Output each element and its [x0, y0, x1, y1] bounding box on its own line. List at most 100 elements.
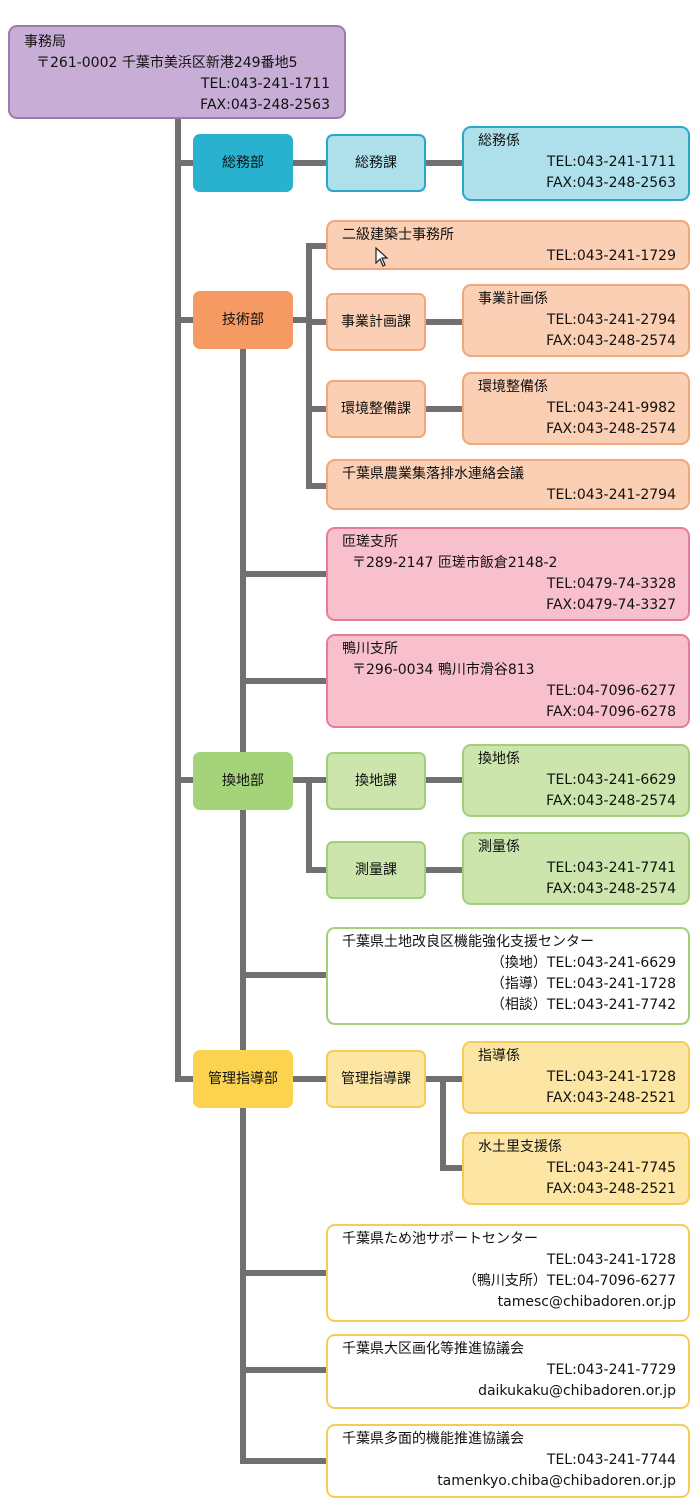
- unit-kanchika-fax: FAX:043-248-2574: [546, 793, 676, 809]
- unit-suido-title: 水土里支援係: [478, 1139, 562, 1155]
- connector-tameike: [243, 1270, 328, 1276]
- connector-tamenkyo: [243, 1458, 328, 1464]
- secretariat-tel: TEL:043-241-1711: [200, 76, 330, 92]
- unit-shido-tel: TEL:043-241-1728: [546, 1069, 676, 1085]
- unit-shido-title: 指導係: [478, 1048, 520, 1064]
- unit-shido: 指導係 TEL:043-241-1728 FAX:043-248-2521: [462, 1041, 690, 1114]
- section-kanchika: 換地課: [326, 752, 426, 810]
- secretariat-fax: FAX:043-248-2563: [200, 97, 330, 113]
- support-center-line2: （指導）TEL:043-241-1728: [490, 976, 676, 992]
- support-center-line1: （換地）TEL:043-241-6629: [490, 955, 676, 971]
- council-tameike-tel: TEL:043-241-1728: [546, 1252, 676, 1268]
- unit-sokuryo: 測量係 TEL:043-241-7741 FAX:043-248-2574: [462, 832, 690, 905]
- secretariat-box: 事務局 〒261-0002 千葉市美浜区新港249番地5 TEL:043-241…: [8, 25, 346, 119]
- council-daikukaku-tel: TEL:043-241-7729: [546, 1362, 676, 1378]
- unit-sokuryo-title: 測量係: [478, 839, 520, 855]
- dept-kanchi: 換地部: [193, 752, 293, 810]
- unit-suido-fax: FAX:043-248-2521: [546, 1181, 676, 1197]
- council-tameike-title: 千葉県ため池サポートセンター: [342, 1231, 538, 1247]
- connector-nogyo: [306, 483, 328, 489]
- unit-suido: 水土里支援係 TEL:043-241-7745 FAX:043-248-2521: [462, 1132, 690, 1205]
- branch-kamogawa-tel: TEL:04-7096-6277: [546, 683, 676, 699]
- unit-kankyo-title: 環境整備係: [478, 379, 548, 395]
- support-center: 千葉県土地改良区機能強化支援センター （換地）TEL:043-241-6629 …: [326, 927, 690, 1025]
- unit-jigyo-title: 事業計画係: [478, 291, 548, 307]
- support-center-title: 千葉県土地改良区機能強化支援センター: [342, 934, 594, 950]
- office-nikyu: 二級建築士事務所 TEL:043-241-1729: [326, 220, 690, 270]
- trunk-main: [175, 118, 181, 1082]
- connector-somu: [178, 160, 196, 166]
- connector-kamogawa: [243, 678, 328, 684]
- section-jigyo: 事業計画課: [326, 293, 426, 351]
- branch-sosa: 匝瑳支所 〒289-2147 匝瑳市飯倉2148-2 TEL:0479-74-3…: [326, 527, 690, 621]
- kanchi-vertical: [306, 780, 312, 873]
- branch-sosa-tel: TEL:0479-74-3328: [546, 576, 676, 592]
- council-nogyo: 千葉県農業集落排水連絡会議 TEL:043-241-2794: [326, 459, 690, 510]
- council-daikukaku: 千葉県大区画化等推進協議会 TEL:043-241-7729 daikukaku…: [326, 1334, 690, 1409]
- connector-kankyo: [306, 406, 328, 412]
- connector-suido: [440, 1165, 464, 1171]
- kanri-vertical: [440, 1079, 446, 1171]
- unit-suido-tel: TEL:043-241-7745: [546, 1160, 676, 1176]
- council-tameike-tel2: （鴨川支所）TEL:04-7096-6277: [462, 1273, 676, 1289]
- gijutsu-vertical: [306, 243, 312, 489]
- council-daikukaku-title: 千葉県大区画化等推進協議会: [342, 1341, 524, 1357]
- support-center-line3: （相談）TEL:043-241-7742: [490, 997, 676, 1013]
- connector-kanchi: [178, 777, 196, 783]
- connector-sosa: [243, 571, 328, 577]
- connector-jigyo: [306, 319, 328, 325]
- council-nogyo-title: 千葉県農業集落排水連絡会議: [342, 466, 524, 482]
- office-nikyu-title: 二級建築士事務所: [342, 227, 454, 243]
- connector-kanri-section: [292, 1076, 328, 1082]
- connector-nikyu: [306, 243, 328, 249]
- council-tamenkyo-tel: TEL:043-241-7744: [546, 1452, 676, 1468]
- unit-somu-title: 総務係: [478, 133, 520, 149]
- connector-somu-unit: [424, 160, 464, 166]
- branch-sosa-title: 匝瑳支所: [342, 534, 398, 550]
- section-sokuryo: 測量課: [326, 841, 426, 899]
- unit-jigyo: 事業計画係 TEL:043-241-2794 FAX:043-248-2574: [462, 284, 690, 357]
- connector-sokuryo-unit: [424, 867, 464, 873]
- connector-gijutsu: [178, 317, 196, 323]
- unit-jigyo-fax: FAX:043-248-2574: [546, 333, 676, 349]
- secretariat-title: 事務局: [24, 34, 66, 50]
- connector-kankyo-unit: [424, 406, 464, 412]
- branch-kamogawa-fax: FAX:04-7096-6278: [546, 704, 676, 720]
- unit-somu-fax: FAX:043-248-2563: [546, 175, 676, 191]
- unit-sokuryo-fax: FAX:043-248-2574: [546, 881, 676, 897]
- section-kanri: 管理指導課: [326, 1050, 426, 1108]
- dept-gijutsu: 技術部: [193, 291, 293, 349]
- branch-kamogawa: 鴨川支所 〒296-0034 鴨川市滑谷813 TEL:04-7096-6277…: [326, 634, 690, 728]
- unit-jigyo-tel: TEL:043-241-2794: [546, 312, 676, 328]
- branch-kamogawa-address: 〒296-0034 鴨川市滑谷813: [352, 662, 535, 678]
- council-tameike-email[interactable]: tamesc@chibadoren.or.jp: [497, 1294, 676, 1310]
- section-somu: 総務課: [326, 134, 426, 192]
- unit-kanchika-tel: TEL:043-241-6629: [546, 772, 676, 788]
- branch-sosa-address: 〒289-2147 匝瑳市飯倉2148-2: [352, 555, 558, 571]
- unit-kanchika: 換地係 TEL:043-241-6629 FAX:043-248-2574: [462, 744, 690, 817]
- trunk-secondary: [240, 348, 246, 1464]
- council-tamenkyo-email[interactable]: tamenkyo.chiba@chibadoren.or.jp: [437, 1473, 676, 1489]
- unit-shido-fax: FAX:043-248-2521: [546, 1090, 676, 1106]
- connector-kanchika-unit: [424, 777, 464, 783]
- office-nikyu-tel: TEL:043-241-1729: [546, 248, 676, 264]
- dept-kanri: 管理指導部: [193, 1050, 293, 1108]
- council-nogyo-tel: TEL:043-241-2794: [546, 487, 676, 503]
- unit-somu: 総務係 TEL:043-241-1711 FAX:043-248-2563: [462, 126, 690, 201]
- connector-jigyo-unit: [424, 319, 464, 325]
- secretariat-address: 〒261-0002 千葉市美浜区新港249番地5: [36, 55, 298, 71]
- branch-kamogawa-title: 鴨川支所: [342, 641, 398, 657]
- council-daikukaku-email[interactable]: daikukaku@chibadoren.or.jp: [478, 1383, 676, 1399]
- unit-sokuryo-tel: TEL:043-241-7741: [546, 860, 676, 876]
- unit-kankyo-fax: FAX:043-248-2574: [546, 421, 676, 437]
- branch-sosa-fax: FAX:0479-74-3327: [546, 597, 676, 613]
- mouse-cursor-icon: [375, 247, 389, 267]
- connector-daikukaku: [243, 1367, 328, 1373]
- connector-gijutsu-h: [292, 317, 312, 323]
- dept-somu: 総務部: [193, 134, 293, 192]
- council-tamenkyo: 千葉県多面的機能推進協議会 TEL:043-241-7744 tamenkyo.…: [326, 1424, 690, 1498]
- section-kankyo: 環境整備課: [326, 380, 426, 438]
- council-tameike: 千葉県ため池サポートセンター TEL:043-241-1728 （鴨川支所）TE…: [326, 1224, 690, 1322]
- connector-center: [243, 972, 328, 978]
- unit-kankyo: 環境整備係 TEL:043-241-9982 FAX:043-248-2574: [462, 372, 690, 445]
